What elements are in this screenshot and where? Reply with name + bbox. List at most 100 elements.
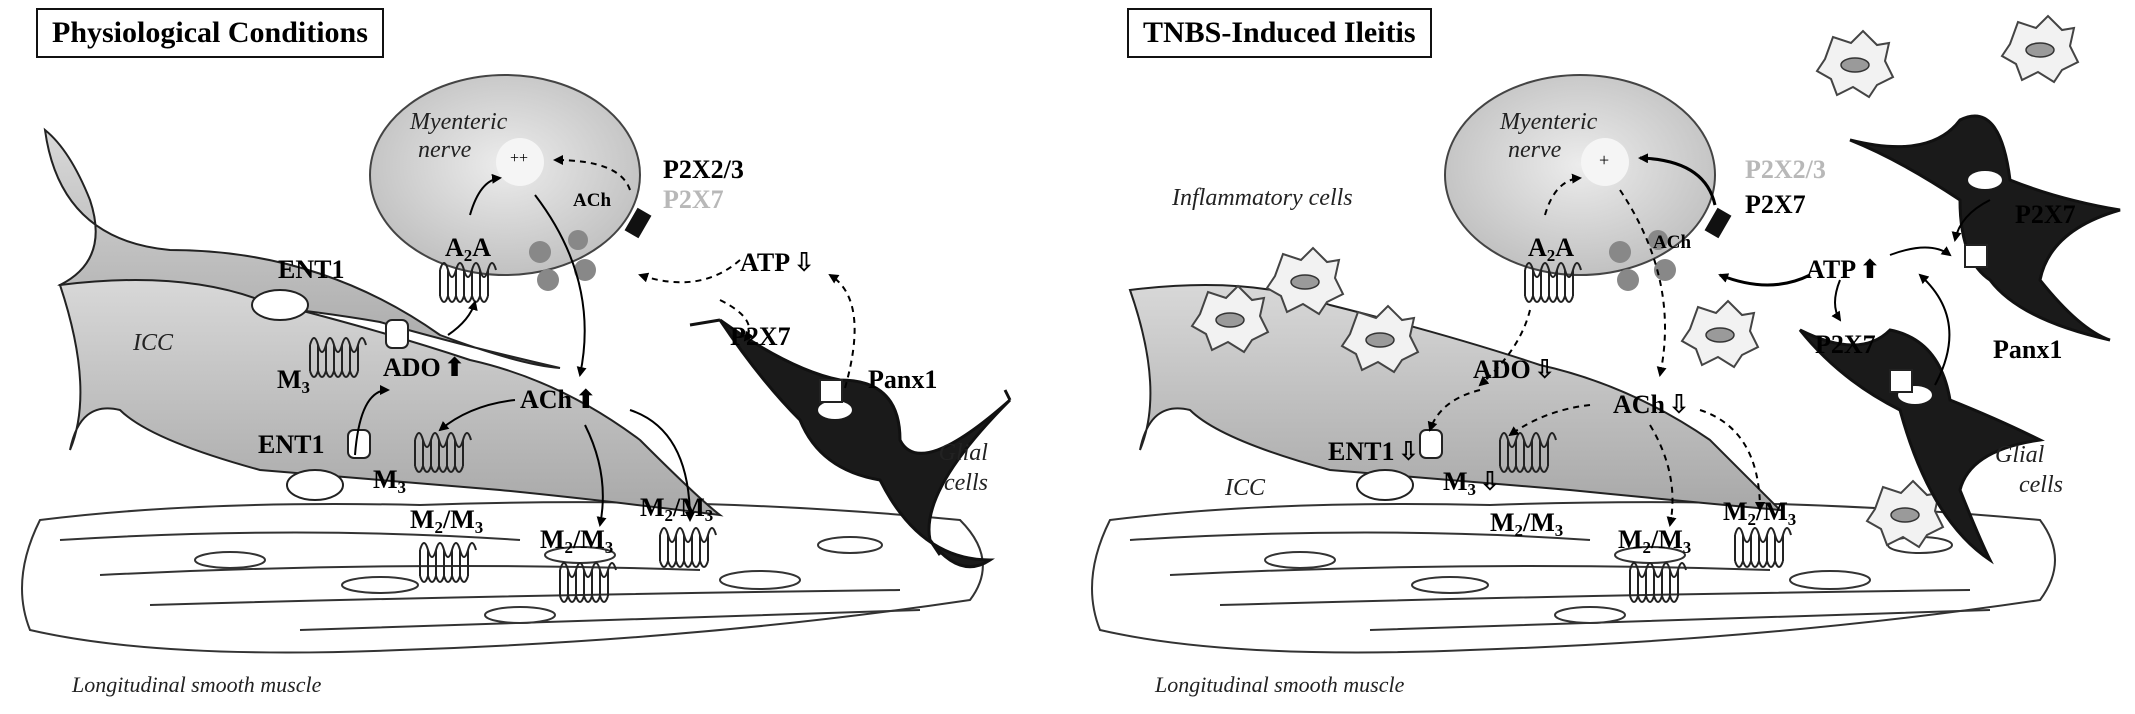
right-m3-label: M3⇩	[1443, 467, 1501, 500]
right-m2m3-left-label: M2/M3	[1490, 508, 1563, 541]
right-icc-label: ICC	[1225, 475, 1266, 501]
right-m2m3-right-slash: /M	[1756, 497, 1788, 526]
right-p2x7-glia-label: P2X7	[1815, 330, 1876, 359]
left-ado-label: ADO⬆	[383, 353, 466, 383]
left-a2a-suffix: A	[472, 233, 492, 262]
right-m2m3-right-sub3: 3	[1787, 510, 1797, 530]
right-ach-label: ACh⇩	[1613, 390, 1690, 420]
right-p2x23-label: P2X2/3	[1745, 155, 1826, 184]
left-glial-label: Glial cells	[920, 438, 988, 498]
left-ado-text: ADO	[383, 353, 441, 382]
right-panel-title: TNBS-Induced Ileitis	[1127, 8, 1432, 58]
left-p2x7-receptor-label: P2X7	[663, 185, 724, 214]
right-panx1-label: Panx1	[1993, 335, 2063, 364]
right-m2m3-center-sub3: 3	[1682, 538, 1692, 558]
left-glial-line1: Glial	[938, 440, 988, 466]
left-m2m3-right-slash: /M	[673, 493, 705, 522]
right-icc-cell	[1128, 284, 1783, 512]
left-m2m3-left-m: M	[410, 505, 435, 534]
left-m2m3-center-sub3: 3	[604, 538, 614, 558]
right-p2x7-glia-top-label: P2X7	[2015, 200, 2076, 229]
right-m2m3-left-sub3: 3	[1554, 521, 1564, 541]
right-inflammatory-label: Inflammatory cells	[1172, 185, 1353, 211]
left-ach-text: ACh	[520, 385, 573, 414]
left-ent1-bottom-label: ENT1	[258, 430, 325, 459]
left-nerve-plus: ++	[510, 150, 529, 167]
right-m2m3-left-m: M	[1490, 508, 1515, 537]
left-m2m3-center-sub2: 2	[564, 538, 573, 558]
right-ado-label: ADO⇩	[1473, 355, 1556, 385]
right-a2a-label: A2A	[1528, 233, 1574, 266]
right-nerve-label-line2: nerve	[1508, 137, 1562, 163]
left-m3-top-base: M	[277, 365, 302, 394]
right-m2m3-right-m: M	[1723, 497, 1748, 526]
left-atp-text: ATP	[740, 248, 791, 277]
left-icc-label: ICC	[133, 330, 174, 356]
left-glial-line2: cells	[944, 470, 988, 496]
left-nerve-label-line2: nerve	[418, 137, 472, 163]
right-muscle-layer	[1091, 501, 2056, 654]
left-ach-label: ACh⬆	[520, 385, 597, 415]
right-m2m3-right-sub2: 2	[1747, 510, 1756, 530]
left-m3-bottom-base: M	[373, 465, 398, 494]
left-a2a-sub: 2	[463, 246, 473, 266]
right-a2a-sub: 2	[1546, 246, 1556, 266]
right-ado-text: ADO	[1473, 355, 1531, 384]
right-ach-inside: ACh	[1653, 232, 1692, 253]
left-m3-bottom-label: M3	[373, 465, 406, 498]
right-ach-text: ACh	[1613, 390, 1666, 419]
left-m2m3-left-slash: /M	[443, 505, 475, 534]
left-m2m3-center-m: M	[540, 525, 565, 554]
left-m2m3-left-label: M2/M3	[410, 505, 483, 538]
right-ent1-arrow: ⇩	[1397, 437, 1420, 467]
left-ach-inside: ACh	[573, 190, 612, 211]
right-m2m3-center-label: M2/M3	[1618, 525, 1691, 558]
right-atp-label: ATP⬆	[1806, 255, 1881, 285]
left-ado-arrow: ⬆	[443, 353, 466, 383]
left-muscle-label: Longitudinal smooth muscle	[72, 672, 322, 697]
right-glial-line1: Glial	[1995, 442, 2045, 468]
left-icc-cells	[43, 127, 724, 517]
right-m2m3-right-label: M2/M3	[1723, 497, 1796, 530]
left-p2x7-glia-label: P2X7	[730, 322, 791, 351]
right-nerve-plus: +	[1599, 150, 1610, 170]
right-ent1-label: ENT1⇩	[1328, 437, 1419, 467]
right-arrows	[1427, 153, 1991, 527]
left-nerve-label-line1: Myenteric	[410, 109, 508, 135]
left-a2a-label: A2A	[445, 233, 491, 266]
right-m2m3-left-sub2: 2	[1514, 521, 1523, 541]
left-m2m3-right-label: M2/M3	[640, 493, 713, 526]
left-ent1-top-label: ENT1	[278, 255, 345, 284]
left-atp-arrow: ⇩	[793, 248, 815, 278]
left-arrows	[354, 155, 856, 527]
left-panx1-label: Panx1	[868, 365, 938, 394]
right-m3-arrow: ⇩	[1479, 467, 1501, 497]
left-atp-label: ATP⇩	[740, 248, 815, 278]
left-m2m3-left-sub3: 3	[474, 518, 484, 538]
right-ach-arrow: ⇩	[1668, 390, 1690, 420]
right-atp-arrow: ⬆	[1859, 255, 1881, 285]
left-m3-bottom-sub: 3	[397, 478, 406, 498]
left-receptors	[309, 207, 843, 603]
left-p2x23-label: P2X2/3	[663, 155, 744, 184]
left-myenteric-nerve	[369, 74, 641, 291]
right-glial-line2: cells	[2019, 472, 2063, 498]
left-m2m3-right-m: M	[640, 493, 665, 522]
right-a2a-base: A	[1528, 233, 1547, 262]
right-m2m3-center-slash: /M	[1651, 525, 1683, 554]
left-m3-top-label: M3	[277, 365, 310, 398]
right-ado-arrow: ⇩	[1533, 355, 1556, 385]
right-nerve-label-line1: Myenteric	[1500, 109, 1598, 135]
right-m2m3-center-m: M	[1618, 525, 1643, 554]
right-a2a-suffix: A	[1555, 233, 1575, 262]
right-p2x7-receptor-label: P2X7	[1745, 190, 1806, 219]
left-m2m3-left-sub2: 2	[434, 518, 443, 538]
left-m2m3-right-sub2: 2	[664, 506, 673, 526]
right-ent1-text: ENT1	[1328, 437, 1395, 466]
right-glial-label: Glial cells	[1995, 440, 2063, 500]
left-panel-title: Physiological Conditions	[36, 8, 384, 58]
right-m2m3-center-sub2: 2	[1642, 538, 1651, 558]
right-m2m3-left-slash: /M	[1523, 508, 1555, 537]
right-atp-text: ATP	[1806, 255, 1857, 284]
